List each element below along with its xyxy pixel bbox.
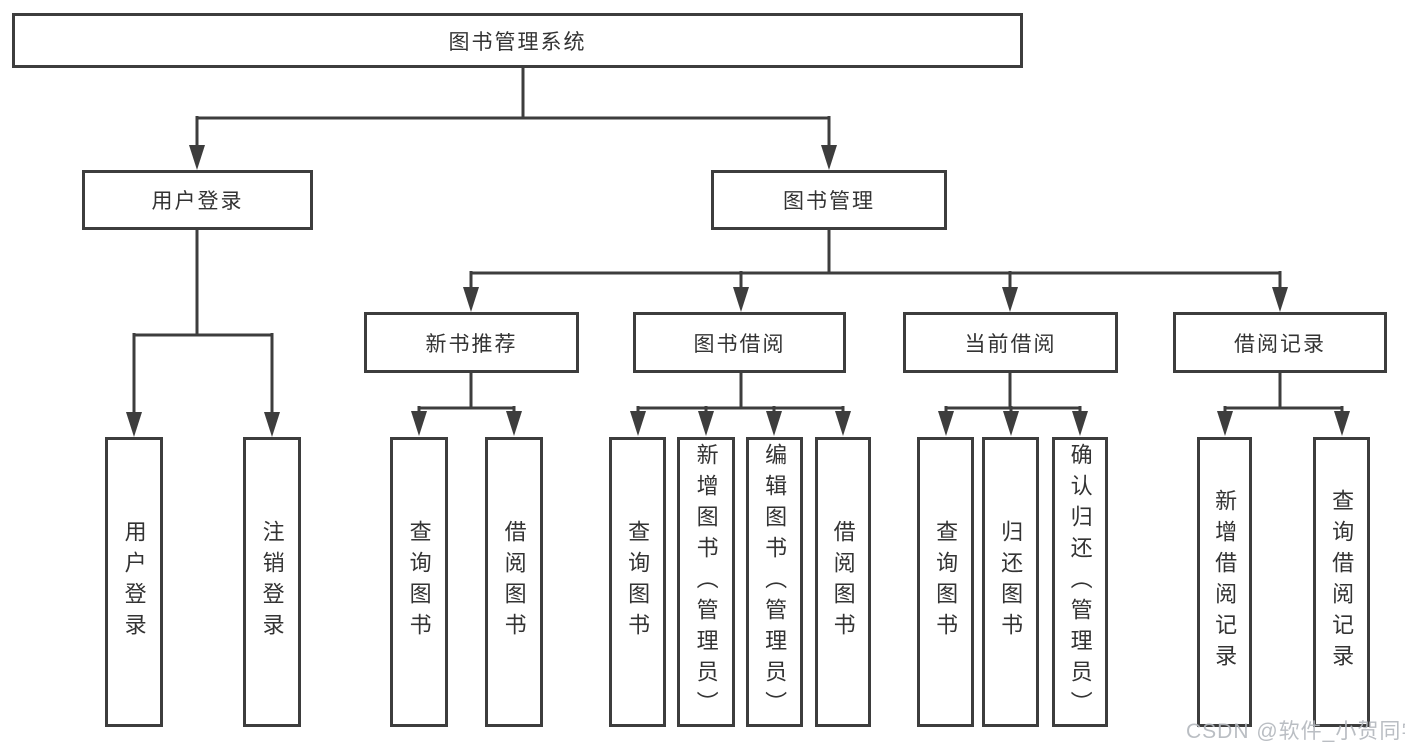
node-library-management-system: 图书管理系统: [12, 13, 1023, 68]
leaf-add-borrow-record: 新增借阅记录: [1197, 437, 1252, 727]
node-current-borrowing: 当前借阅: [903, 312, 1118, 373]
leaf-add-book-admin: 新增图书（管理员）: [677, 437, 735, 727]
connector-book-management-to-level3: [463, 230, 1288, 312]
node-label: 注销登录: [259, 520, 285, 644]
connector-borrowing-records-to-children: [1217, 373, 1350, 436]
connector-current-borrowing-to-children: [938, 373, 1088, 436]
node-label: 查询借阅记录: [1329, 489, 1355, 675]
node-label: 借阅图书: [830, 520, 856, 644]
node-label: 查询图书: [625, 520, 651, 644]
node-label: 确认归还（管理员）: [1067, 442, 1093, 722]
leaf-query-books-borrowing: 查询图书: [609, 437, 666, 727]
leaf-query-borrow-record: 查询借阅记录: [1313, 437, 1370, 727]
node-label: 用户登录: [121, 520, 147, 644]
leaf-borrow-books-recommend: 借阅图书: [485, 437, 543, 727]
connector-root-to-level2: [189, 68, 837, 170]
node-label: 新增借阅记录: [1212, 489, 1238, 675]
node-label: 归还图书: [998, 520, 1024, 644]
node-label: 新增图书（管理员）: [693, 442, 719, 722]
node-label: 编辑图书（管理员）: [762, 442, 788, 722]
node-book-borrowing: 图书借阅: [633, 312, 846, 373]
node-label: 图书管理: [783, 190, 875, 213]
node-label: 图书借阅: [693, 332, 786, 356]
connector-new-book-recommendation-to-children: [411, 373, 522, 436]
node-borrowing-records: 借阅记录: [1173, 312, 1387, 373]
leaf-borrow-books-borrowing: 借阅图书: [815, 437, 871, 727]
connector-user-login-to-children: [126, 230, 280, 437]
csdn-watermark: CSDN @软件_小贺同学: [1186, 720, 1405, 743]
connector-book-borrowing-to-children: [630, 373, 851, 436]
leaf-logout: 注销登录: [243, 437, 301, 727]
node-book-management: 图书管理: [711, 170, 947, 230]
node-label: 借阅图书: [501, 520, 527, 644]
node-label: 借阅记录: [1234, 332, 1326, 356]
node-label: 查询图书: [406, 520, 432, 644]
node-label: 新书推荐: [425, 332, 518, 356]
leaf-confirm-return-admin: 确认归还（管理员）: [1052, 437, 1108, 727]
leaf-return-books: 归还图书: [982, 437, 1039, 727]
node-label: 用户登录: [151, 190, 244, 213]
leaf-query-books-current: 查询图书: [917, 437, 974, 727]
node-label: 查询图书: [933, 520, 959, 644]
leaf-edit-book-admin: 编辑图书（管理员）: [746, 437, 803, 727]
leaf-user-login: 用户登录: [105, 437, 163, 727]
leaf-query-books-recommend: 查询图书: [390, 437, 448, 727]
node-user-login: 用户登录: [82, 170, 313, 230]
node-label: 当前借阅: [964, 332, 1057, 356]
node-label: 图书管理系统: [448, 30, 587, 54]
node-new-book-recommendation: 新书推荐: [364, 312, 579, 373]
